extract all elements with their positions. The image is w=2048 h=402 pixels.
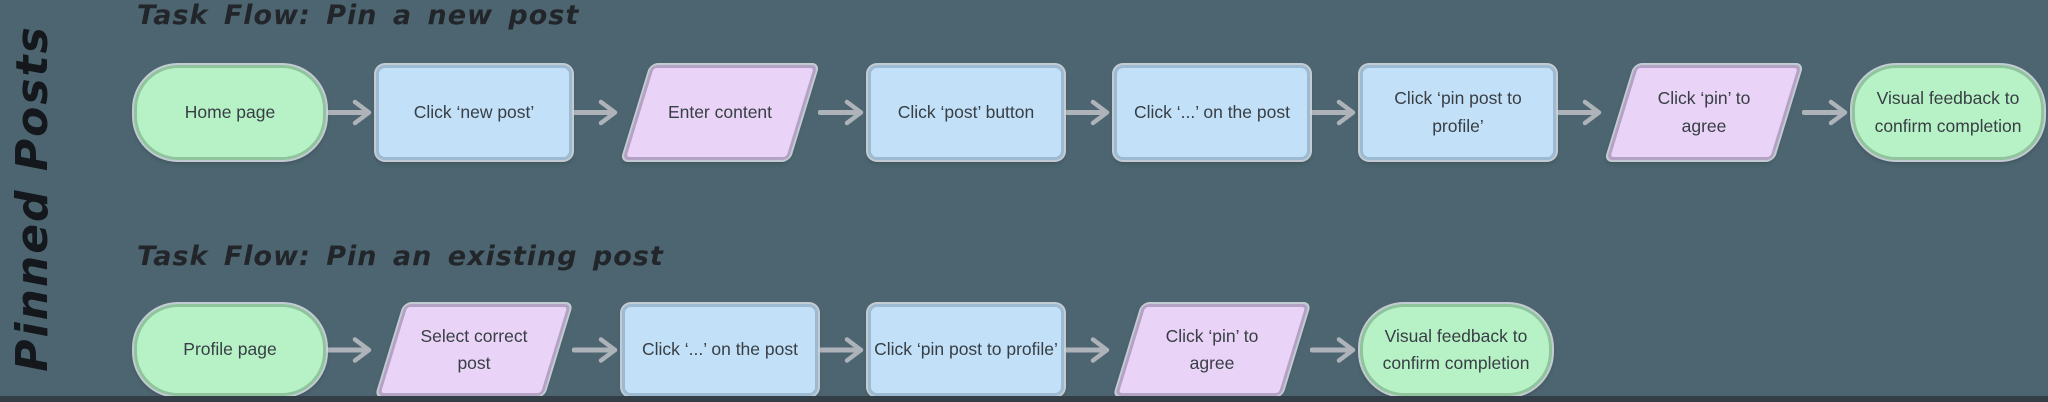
node-label: Enter content xyxy=(667,101,773,122)
flow-arrow-icon xyxy=(326,99,372,126)
flow1-node-terminal: Visual feedback to confirm completion xyxy=(1852,65,2044,160)
flow2-node-terminal: Profile page xyxy=(134,304,326,396)
flow2-node-io: Select correct post xyxy=(376,304,572,396)
flow1-node-terminal: Home page xyxy=(134,65,326,160)
node-label: Visual feedback to confirm completion xyxy=(1874,88,2022,136)
node-label: Visual feedback to confirm completion xyxy=(1382,325,1530,373)
flow-arrow-icon xyxy=(572,99,618,126)
flow-arrow-icon xyxy=(572,337,618,363)
flow1-node-io: Enter content xyxy=(622,65,818,160)
node-label: Click ‘post’ button xyxy=(897,101,1035,122)
node-label: Select correct post xyxy=(420,325,528,373)
board-side-label-area: Pinned Posts xyxy=(2,0,62,396)
flow-arrow-icon xyxy=(1064,99,1110,126)
flow-arrow-icon xyxy=(1556,99,1602,126)
flow1-node-io: Click ‘pin’ to agree xyxy=(1606,65,1802,160)
node-label: Click ‘new post’ xyxy=(413,101,535,122)
flow1-node-process: Click ‘post’ button xyxy=(868,65,1064,160)
flow2-node-io: Click ‘pin’ to agree xyxy=(1114,304,1310,396)
flow-arrow-icon xyxy=(326,337,372,363)
flow1-title: Task Flow: Pin a new post xyxy=(137,0,580,31)
node-label: Click ‘...’ on the post xyxy=(642,339,798,360)
node-label: Click ‘pin post to profile’ xyxy=(1394,88,1522,136)
flow1-row: Home page Click ‘new post’ Enter content Cl… xyxy=(134,65,2044,160)
board-title-vertical: Pinned Posts xyxy=(6,24,58,372)
bottom-edge-bar xyxy=(0,396,2048,402)
node-label: Home page xyxy=(184,101,276,122)
flow2-row: Profile page Select correct post Click ‘..… xyxy=(134,304,1552,396)
flow2-title: Task Flow: Pin an existing post xyxy=(137,241,664,272)
flow2-node-process: Click ‘...’ on the post xyxy=(622,304,818,396)
flow2-node-process: Click ‘pin post to profile’ xyxy=(868,304,1064,396)
node-label: Click ‘pin post to profile’ xyxy=(874,339,1058,360)
flow1-node-process: Click ‘...’ on the post xyxy=(1114,65,1310,160)
node-label: Click ‘pin’ to agree xyxy=(1165,325,1259,373)
flow1-node-process: Click ‘pin post to profile’ xyxy=(1360,65,1556,160)
node-label: Click ‘pin’ to agree xyxy=(1657,88,1751,136)
flow-arrow-icon xyxy=(818,337,864,363)
flow-arrow-icon xyxy=(1310,337,1356,363)
flow2-node-terminal: Visual feedback to confirm completion xyxy=(1360,304,1552,396)
flow-arrow-icon xyxy=(1064,337,1110,363)
node-label: Click ‘...’ on the post xyxy=(1134,101,1290,122)
flow-arrow-icon xyxy=(818,99,864,126)
flow-arrow-icon xyxy=(1310,99,1356,126)
flow1-node-process: Click ‘new post’ xyxy=(376,65,572,160)
flow-arrow-icon xyxy=(1802,99,1848,126)
node-label: Profile page xyxy=(183,339,277,360)
